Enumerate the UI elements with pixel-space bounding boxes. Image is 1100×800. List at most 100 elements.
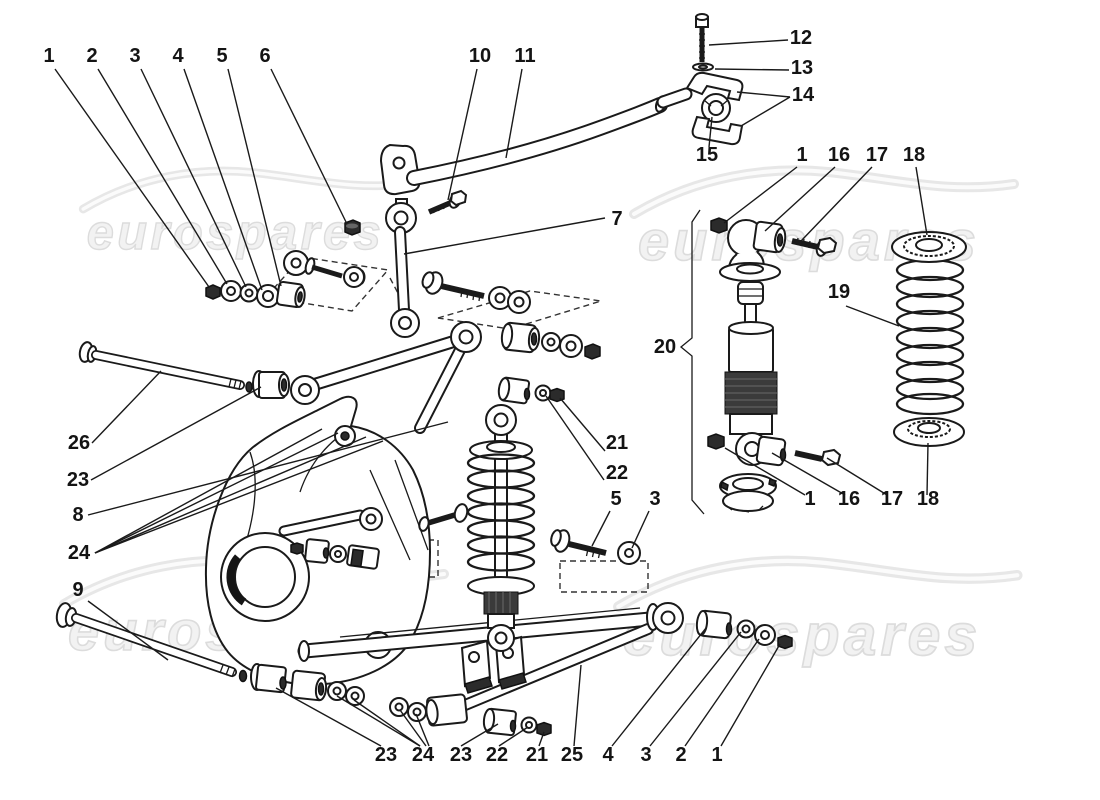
callout-1: 1 [43,45,54,67]
callout-4: 4 [602,744,614,766]
leader-line-22 [498,726,529,747]
leader-line-12 [708,39,789,46]
leader-line-17 [826,457,888,496]
leader-line-16 [764,166,836,232]
callout-1: 1 [711,744,722,766]
callout-13: 13 [791,57,813,79]
leader-line-10 [447,68,478,201]
callout-10: 10 [469,45,491,67]
leader-line-25 [573,664,582,747]
brace-20 [679,209,705,515]
leader-line-3 [140,68,247,288]
callout-11: 11 [514,45,535,67]
leader-line-21 [559,397,606,452]
leader-line-14 [740,96,791,127]
leader-line-24 [399,709,427,747]
bolt-lower-pivot [418,503,469,532]
leader-line-5 [227,68,282,287]
leader-line-24 [94,440,384,554]
leader-line-24 [353,699,421,747]
callout-22: 22 [606,462,628,484]
leader-line-1 [54,68,210,288]
center-shock-absorber [466,404,536,652]
spring-retainer-bottom-18 [893,417,965,447]
callout-14: 14 [792,84,815,106]
stabilizer-clamp-assembly [685,13,744,146]
callout-9: 9 [72,579,83,601]
nut-6 [344,219,361,236]
leader-line-2 [97,68,228,285]
callout-23: 23 [375,744,397,766]
leader-line-1 [724,447,806,496]
leader-line-3 [631,510,650,549]
callout-20: 20 [654,336,676,358]
leader-line-1 [720,643,781,747]
callout-6: 6 [259,45,270,67]
callout-25: 25 [561,744,583,766]
callout-3: 3 [640,744,651,766]
leader-line-9 [87,600,169,661]
callout-1: 1 [804,488,815,510]
leader-line-18 [915,166,928,236]
leader-line-2 [684,638,760,747]
coil-spring-19 [891,231,967,447]
leader-line-23 [90,386,262,481]
callout-5: 5 [610,488,621,510]
shock-top-fasteners [497,376,565,405]
callout-15: 15 [696,144,718,166]
leader-line-1 [723,166,798,224]
leader-line-5 [591,510,611,547]
leader-line-14 [736,91,791,98]
bolt-10 [427,189,468,215]
bolt-5-washer-3 [550,529,641,565]
toe-link-bolt-head [290,542,304,555]
leader-line-13 [714,68,790,71]
upper-wishbone [290,321,482,434]
leader-line-24 [336,695,421,747]
upper-arm-front-fasteners [205,250,366,309]
callout-12: 12 [790,27,812,49]
callout-26: 26 [68,432,90,454]
callout-2: 2 [675,744,686,766]
leader-line-26 [91,370,162,444]
bushing-23-front [252,370,290,399]
leader-line-23 [275,687,382,747]
leader-lines [54,39,929,747]
callout-19: 19 [828,281,850,303]
callout-22: 22 [486,744,508,766]
leader-line-8 [87,421,449,516]
stabilizer-drop-link [385,198,420,338]
leader-line-4 [611,627,707,747]
leader-line-19 [845,305,900,327]
leader-line-4 [183,68,263,291]
stabilizer-bar [379,87,693,196]
leader-line-24 [415,713,430,747]
callout-18: 18 [903,144,925,166]
callout-17: 17 [866,144,888,166]
leader-line-24 [94,432,339,554]
callout-24: 24 [412,744,435,766]
shock-assembly-right [679,209,842,515]
tie-rod-26 [78,341,253,393]
callout-18: 18 [917,488,939,510]
callout-17: 17 [881,488,903,510]
leader-line-23 [460,723,499,747]
callout-23: 23 [450,744,472,766]
leader-line-6 [270,68,348,225]
spring-retainer-top-18 [891,231,967,263]
callout-8: 8 [72,504,83,526]
leader-line-18 [926,442,929,496]
callout-21: 21 [526,744,548,766]
callout-16: 16 [828,144,850,166]
callout-3: 3 [129,45,140,67]
leader-line-22 [545,395,605,481]
leader-line-15 [708,116,713,148]
lower-wishbone-subframe [250,602,793,737]
leader-line-21 [538,731,545,747]
callout-2: 2 [86,45,97,67]
callout-7: 7 [611,208,622,230]
callout-23: 23 [67,469,89,491]
